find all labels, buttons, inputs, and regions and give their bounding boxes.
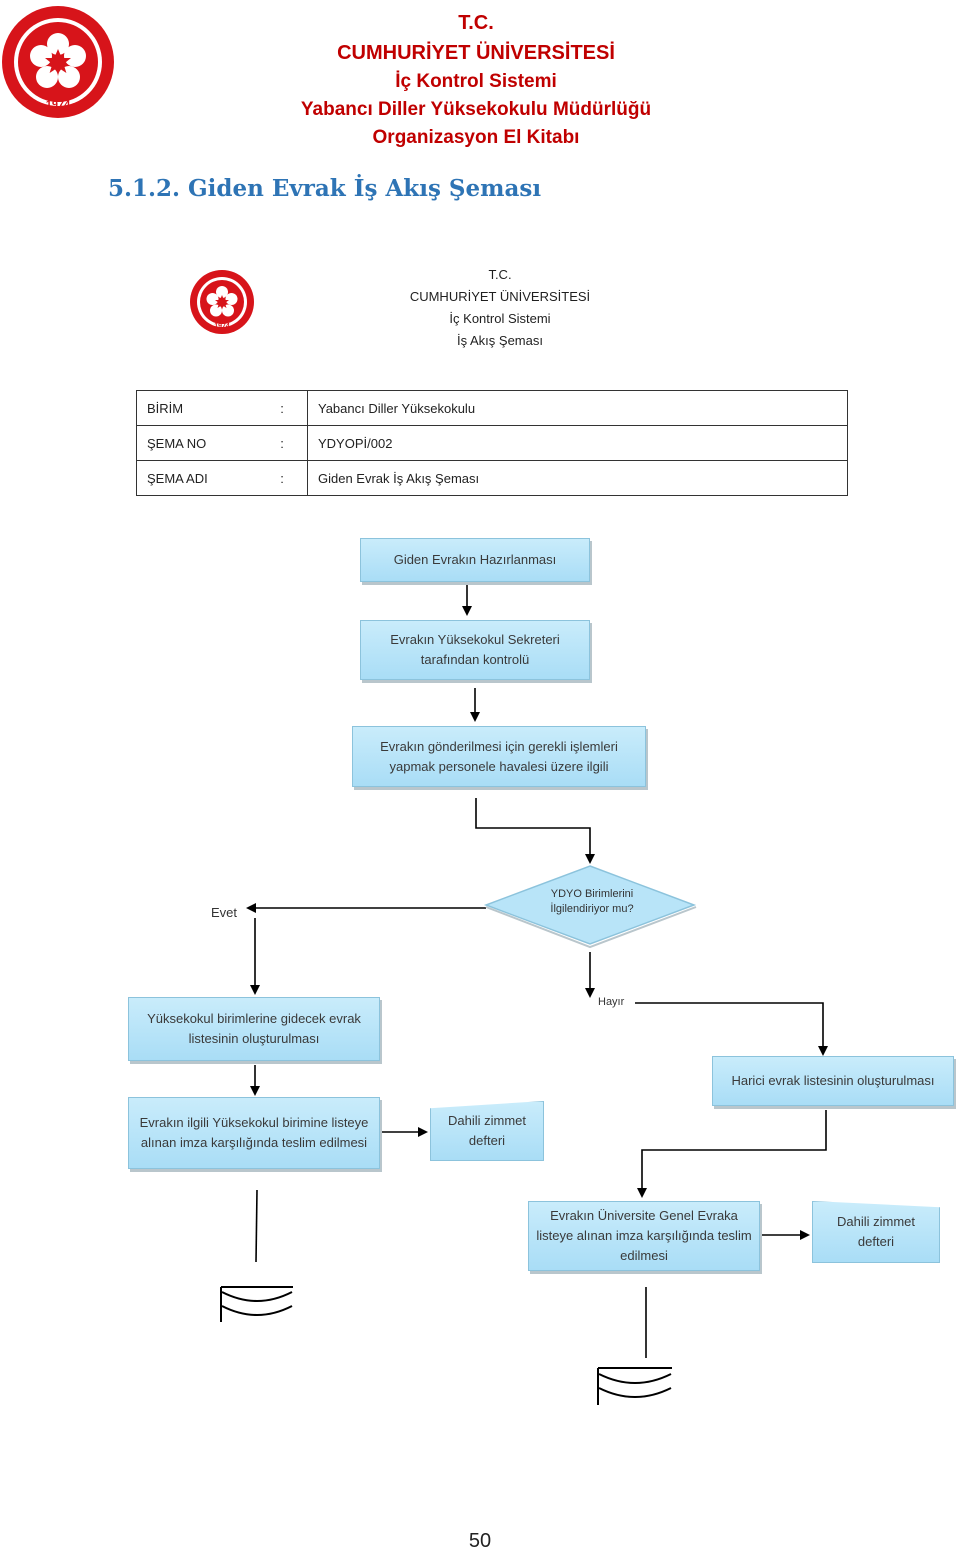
arrow-no-to-harici (635, 1002, 828, 1056)
no-label: Hayır (598, 996, 625, 1008)
meta-colon: : (257, 390, 308, 426)
header-line-5: Organizasyon El Kitabı (372, 127, 580, 148)
step-internal-list: Yüksekokul birimlerine gidecek evrak lis… (128, 997, 380, 1061)
header-line-4: Yabancı Diller Yüksekokulu Müdürlüğü (300, 99, 652, 120)
university-register-doc: Dahili zimmet defteri (812, 1201, 940, 1263)
arrow-step3-decision (475, 798, 595, 864)
step-university-delivery: Evrakın Üniversite Genel Evraka listeye … (528, 1201, 760, 1271)
chart-header-line-1: T.C. (488, 267, 512, 282)
meta-row-scheme-name: ŞEMA ADI : Giden Evrak İş Akış Şeması (136, 460, 848, 496)
chart-header-line-3: İç Kontrol Sistemi (449, 311, 551, 326)
chart-header-line-4: İş Akış Şeması (457, 333, 543, 348)
arrow-harici-to-teslim (637, 1110, 827, 1198)
internal-register-doc: Dahili zimmet defteri (430, 1101, 544, 1161)
yes-label: Evet (211, 905, 238, 920)
meta-label: ŞEMA ADI (136, 460, 257, 496)
meta-colon: : (257, 460, 308, 496)
meta-value: YDYOPİ/002 (307, 425, 848, 461)
step-secretary-check: Evrakın Yüksekokul Sekreteri tarafından … (360, 620, 590, 680)
meta-row-scheme-no: ŞEMA NO : YDYOPİ/002 (136, 425, 848, 461)
step-internal-delivery: Evrakın ilgili Yüksekokul birimine liste… (128, 1097, 380, 1169)
meta-value: Yabancı Diller Yüksekokulu (307, 390, 848, 426)
decision-label: YDYO Birimlerini İlgilendiriyor mu? (550, 888, 634, 915)
chart-header-line-2: CUMHURİYET ÜNİVERSİTESİ (409, 289, 591, 304)
step-prepare-outgoing: Giden Evrakın Hazırlanması (360, 538, 590, 582)
logo-year: 1974 (45, 99, 71, 111)
meta-label: BİRİM (136, 390, 257, 426)
step-external-list: Harici evrak listesinin oluşturulması (712, 1056, 954, 1106)
end-symbol-no (597, 1367, 672, 1405)
chart-logo-year: 1974 (214, 323, 230, 330)
line-yes-end (255, 1189, 258, 1263)
meta-row-unit: BİRİM : Yabancı Diller Yüksekokulu (136, 390, 848, 426)
meta-colon: : (257, 425, 308, 461)
meta-label: ŞEMA NO (136, 425, 257, 461)
header-line-2: CUMHURİYET ÜNİVERSİTESİ (337, 42, 615, 64)
section-title: 5.1.2. Giden Evrak İş Akış Şeması (108, 175, 542, 202)
step-assign-personnel: Evrakın gönderilmesi için gerekli işleml… (352, 726, 646, 787)
header-line-3: İç Kontrol Sistemi (395, 71, 557, 92)
meta-table: BİRİM : Yabancı Diller Yüksekokulu ŞEMA … (136, 390, 848, 496)
end-symbol-yes (220, 1286, 293, 1322)
header-line-1: T.C. (458, 12, 494, 34)
page-number: 50 (468, 1530, 492, 1552)
meta-value: Giden Evrak İş Akış Şeması (307, 460, 848, 496)
